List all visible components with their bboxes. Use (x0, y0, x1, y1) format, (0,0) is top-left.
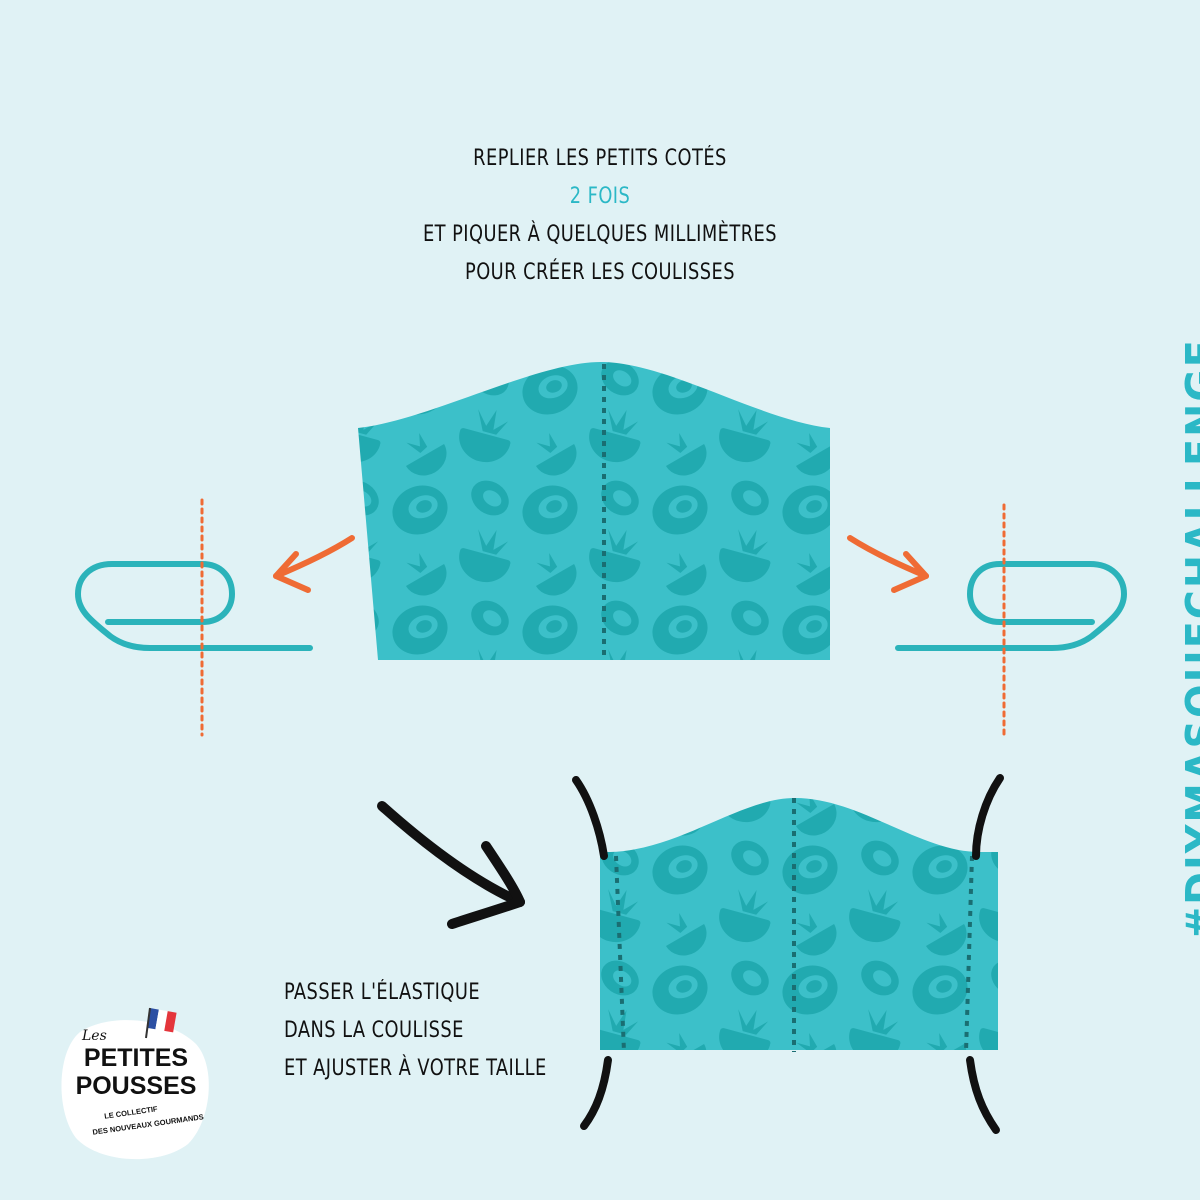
instruction-top-line-2-accent: 2 FOIS (569, 184, 631, 209)
instruction-bottom-line-2: DANS LA COULISSE (284, 1018, 464, 1043)
instruction-bottom-line-1: PASSER L'ÉLASTIQUE (284, 980, 481, 1005)
arrow-right-orange (847, 535, 929, 593)
logo-blob (61, 1007, 209, 1160)
logo-word-pousses: POUSSES (75, 1072, 197, 1100)
instruction-top-line-4: POUR CRÉER LES COULISSES (465, 260, 735, 285)
mask-fabric-finished (600, 798, 998, 1053)
hashtag-vertical: #DIYMASQUECHALLENGE (1177, 338, 1200, 940)
fold-diagram-left (74, 498, 313, 737)
mask-fabric-top (358, 361, 830, 660)
brand-logo: Les PETITES POUSSES LE COLLECTIF DES NOU… (62, 1020, 210, 1158)
arrow-left-orange (273, 535, 355, 593)
instruction-top-line-3: ET PIQUER À QUELQUES MILLIMÈTRES (422, 222, 778, 247)
instruction-top: REPLIER LES PETITS COTÉS 2 FOIS ET PIQUE… (60, 140, 1140, 292)
logo-word-petites: PETITES (83, 1044, 189, 1072)
instruction-bottom: PASSER L'ÉLASTIQUE DANS LA COULISSE ET A… (284, 974, 547, 1088)
logo-tagline-1: LE COLLECTIF (103, 1104, 159, 1121)
arrow-down-right-black (377, 801, 525, 929)
elastic-bands (572, 774, 1004, 1134)
logo-word-les: Les (82, 1028, 107, 1044)
fold-diagram-right (895, 503, 1128, 737)
instruction-bottom-line-3: ET AJUSTER À VOTRE TAILLE (284, 1056, 547, 1081)
instruction-top-line-1: REPLIER LES PETITS COTÉS (473, 146, 727, 171)
